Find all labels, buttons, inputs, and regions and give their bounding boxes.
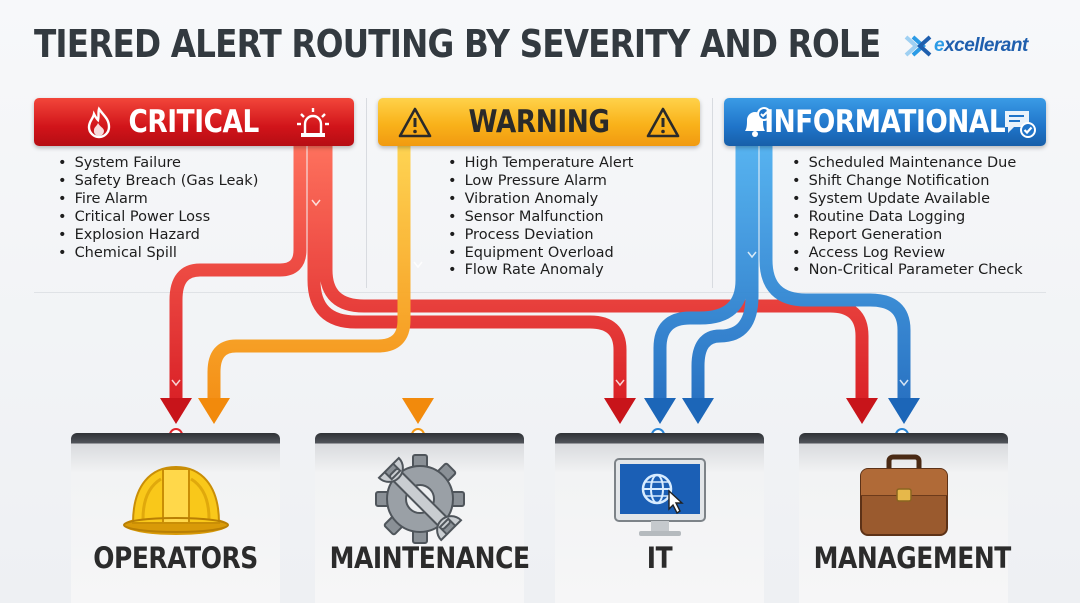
column-divider: [366, 98, 367, 288]
list-item: Shift Change Notification: [792, 173, 1023, 191]
warning-header: WARNING: [378, 98, 700, 146]
severity-label-warning: WARNING: [468, 104, 610, 140]
list-item: System Update Available: [792, 191, 1023, 209]
fire-icon: [87, 106, 111, 139]
siren-icon: [297, 108, 329, 137]
role-card-maintenance: MAINTENANCE: [315, 433, 530, 603]
informational-alert-list: Scheduled Maintenance Due Shift Change N…: [792, 155, 1023, 280]
logo-mark-icon: [904, 35, 932, 57]
list-item: System Failure: [58, 155, 258, 173]
list-item: Process Deviation: [448, 227, 633, 245]
severity-label-informational: INFORMATIONAL: [764, 104, 1006, 140]
role-label-management: MANAGEMENT: [813, 541, 1012, 575]
list-item: Critical Power Loss: [58, 209, 258, 227]
role-card-operators: OPERATORS: [71, 433, 280, 603]
list-item: Fire Alarm: [58, 191, 258, 209]
list-item: Equipment Overload: [448, 245, 633, 263]
list-item: Low Pressure Alarm: [448, 173, 633, 191]
flow-critical-to-it: [307, 146, 627, 400]
list-item: Flow Rate Anomaly: [448, 262, 633, 280]
list-item: Vibration Anomaly: [448, 191, 633, 209]
flow-info-to-management: [759, 146, 911, 400]
role-label-maintenance: MAINTENANCE: [329, 541, 530, 575]
critical-header: CRITICAL: [34, 98, 354, 146]
role-card-management: MANAGEMENT: [799, 433, 1012, 603]
list-item: High Temperature Alert: [448, 155, 634, 173]
section-divider: [34, 292, 1046, 293]
excellerant-logo: excellerant: [904, 30, 1028, 62]
flow-critical-to-operators: [169, 146, 307, 400]
list-item: Access Log Review: [792, 245, 1023, 263]
list-item: Explosion Hazard: [58, 227, 258, 245]
role-card-it: IT: [555, 433, 764, 603]
critical-alert-list: System Failure Safety Breach (Gas Leak) …: [58, 155, 259, 263]
list-item: Scheduled Maintenance Due: [792, 155, 1023, 173]
warning-triangle-icon: [646, 107, 680, 138]
warning-triangle-icon: [398, 107, 432, 138]
computer-monitor-icon: [613, 458, 706, 536]
list-item: Non-Critical Parameter Check: [792, 262, 1023, 280]
severity-label-critical: CRITICAL: [128, 104, 260, 140]
informational-header: INFORMATIONAL: [724, 98, 1046, 146]
warning-alert-list: High Temperature Alert Low Pressure Alar…: [448, 155, 634, 280]
role-label-it: IT: [646, 541, 673, 575]
bell-check-icon: [745, 107, 771, 137]
flow-info-to-it-a: [653, 146, 749, 400]
page-title: TIERED ALERT ROUTING BY SEVERITY AND ROL…: [34, 22, 881, 66]
flow-warning-to-operators: [207, 146, 411, 400]
list-item: Sensor Malfunction: [448, 209, 633, 227]
flow-info-to-it-b: [691, 146, 759, 400]
flow-critical-to-management: [319, 146, 869, 400]
list-item: Report Generation: [792, 227, 1023, 245]
list-item: Chemical Spill: [58, 245, 258, 263]
briefcase-icon: [859, 454, 948, 536]
list-item: Safety Breach (Gas Leak): [58, 173, 259, 191]
list-item: Routine Data Logging: [792, 209, 1023, 227]
hard-hat-icon: [122, 465, 229, 535]
gear-wrench-icon: [374, 454, 465, 544]
column-divider: [712, 98, 713, 288]
chat-check-icon: [1005, 111, 1036, 138]
role-label-operators: OPERATORS: [93, 541, 258, 575]
